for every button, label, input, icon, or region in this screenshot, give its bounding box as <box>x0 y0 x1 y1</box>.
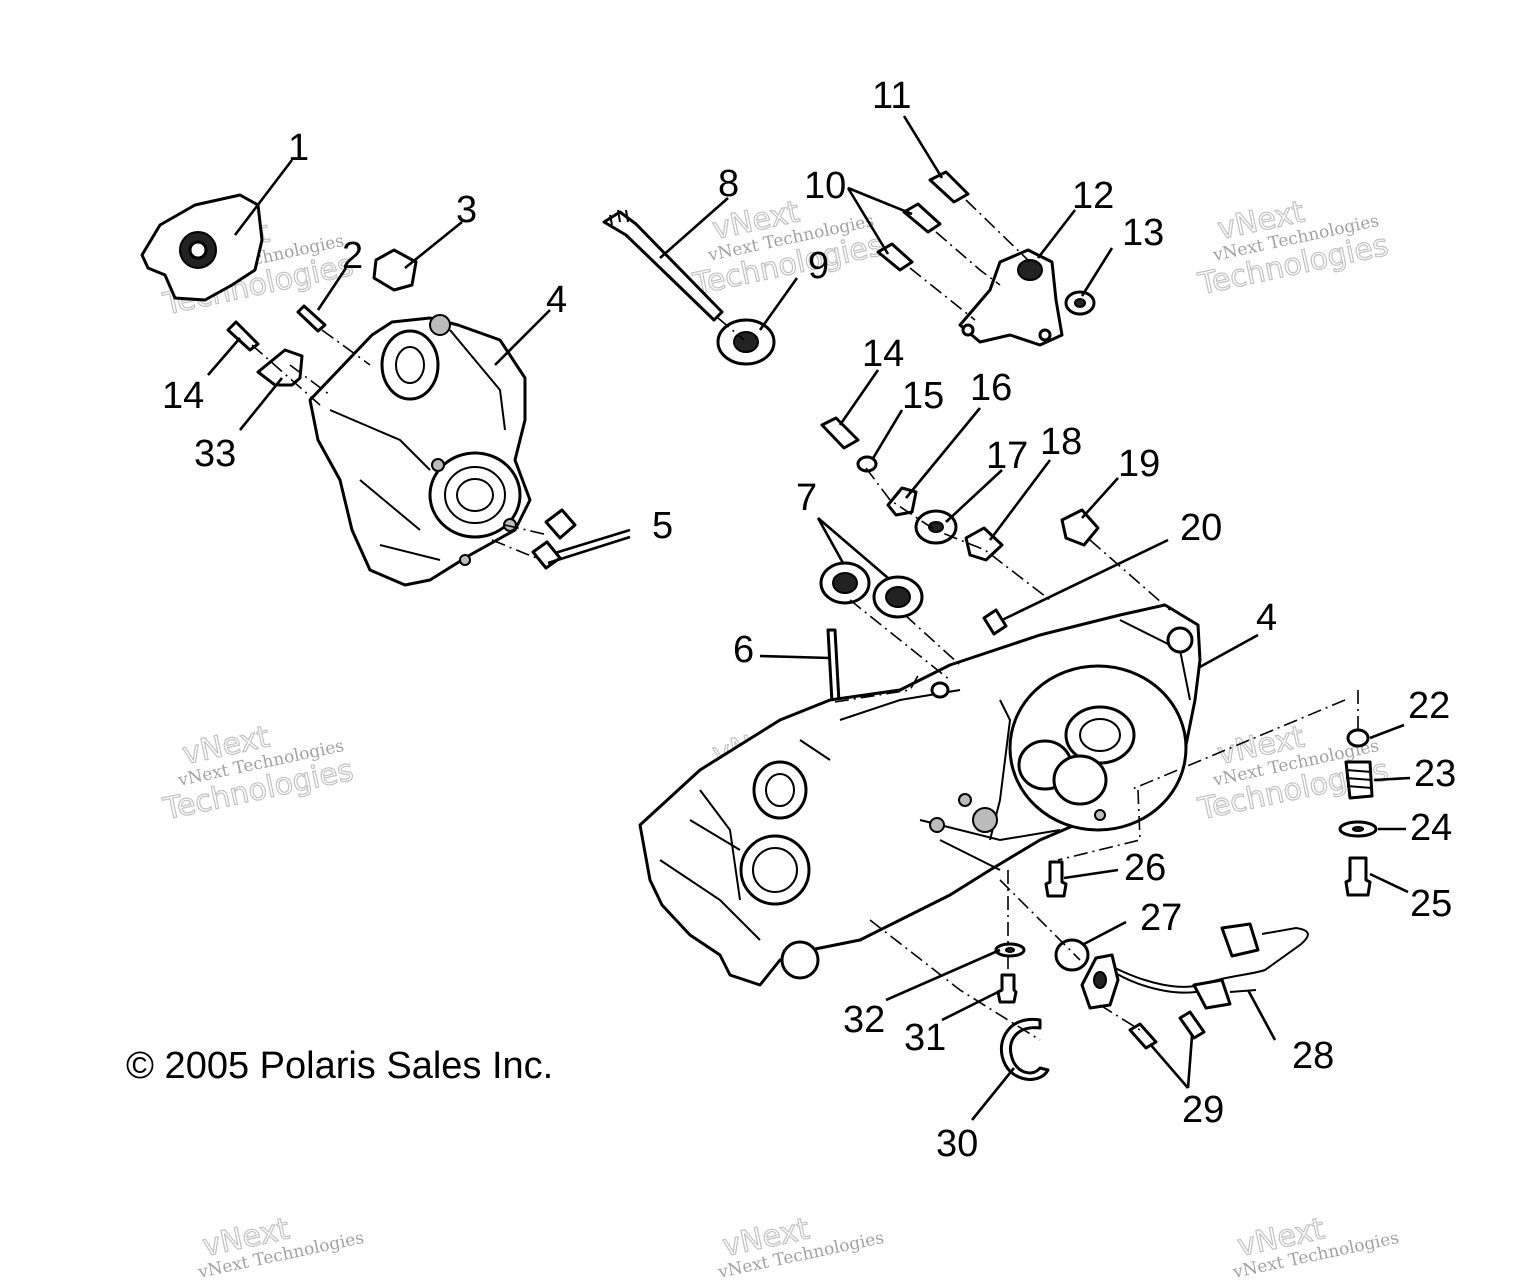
part-6-pin <box>826 628 841 704</box>
label-12: 12 <box>1072 175 1114 217</box>
label-13: 13 <box>1122 212 1164 254</box>
part-24-washer <box>1338 820 1378 838</box>
part-5-dowels <box>531 508 577 570</box>
label-33: 33 <box>194 433 236 475</box>
label-11: 11 <box>872 75 911 117</box>
label-15: 15 <box>902 375 944 417</box>
copyright-text: © 2005 Polaris Sales Inc. <box>126 1045 553 1087</box>
leader-lines <box>207 115 1411 1121</box>
part-29-screws <box>1128 1010 1206 1050</box>
label-17: 17 <box>986 435 1028 477</box>
label-9: 9 <box>808 245 829 287</box>
label-7: 7 <box>796 477 817 519</box>
label-26: 26 <box>1124 847 1166 889</box>
label-14-left: 14 <box>162 375 204 417</box>
label-5: 5 <box>652 505 673 547</box>
part-9-seal <box>716 318 776 366</box>
part-25-bolt <box>1344 856 1372 897</box>
label-19: 19 <box>1118 443 1160 485</box>
label-30: 30 <box>936 1123 978 1165</box>
part-1-gasket-plate <box>140 193 264 302</box>
part-4-left-housing <box>308 314 532 587</box>
label-14-right: 14 <box>862 333 904 375</box>
watermark-3: vNext vNext Technologies Technologies <box>1194 194 1392 303</box>
label-29: 29 <box>1182 1089 1224 1131</box>
part-31-bolt <box>996 973 1018 1004</box>
part-20-dowel <box>982 608 1008 636</box>
watermark-2: vNext vNext Technologies Technologies <box>689 194 887 303</box>
part-12-bracket-plate <box>958 248 1064 347</box>
label-25: 25 <box>1410 883 1452 925</box>
part-4-main-crankcase <box>638 603 1202 987</box>
label-23: 23 <box>1414 753 1456 795</box>
label-1: 1 <box>288 127 309 169</box>
part-27-o-ring <box>1054 938 1090 972</box>
part-32-washer <box>994 942 1026 958</box>
part-14-bolt-left <box>226 320 260 352</box>
part-30-circlip <box>999 1017 1050 1081</box>
part-22-ring <box>1346 728 1370 748</box>
part-28-sensor <box>1080 922 1309 1010</box>
label-3: 3 <box>456 189 477 231</box>
label-24: 24 <box>1410 807 1452 849</box>
part-14-bolt-right <box>820 416 860 450</box>
part-labels: 1 2 3 4 5 6 7 8 9 10 11 12 13 14 14 15 1… <box>162 75 1456 1165</box>
watermark-8: vNext vNext Technologies <box>715 1211 885 1280</box>
label-31: 31 <box>904 1017 946 1059</box>
label-8: 8 <box>718 163 739 205</box>
part-11-bolt <box>928 170 970 204</box>
part-3-block <box>372 248 418 292</box>
label-4-right: 4 <box>1256 597 1277 639</box>
label-2: 2 <box>342 235 363 277</box>
label-6: 6 <box>733 629 754 671</box>
watermark-4: vNext vNext Technologies Technologies <box>159 719 357 828</box>
part-26-bolt <box>1044 860 1068 898</box>
part-13-washer <box>1064 290 1096 316</box>
part-17-washer <box>914 509 958 545</box>
part-10-bolts <box>876 202 942 272</box>
part-8-shaft <box>602 209 724 322</box>
alignment-lines <box>251 199 1359 1041</box>
label-32: 32 <box>843 999 885 1041</box>
part-19-bushing <box>1060 508 1100 547</box>
part-15-washer <box>856 455 878 473</box>
label-22: 22 <box>1408 685 1450 727</box>
label-18: 18 <box>1040 421 1082 463</box>
label-16: 16 <box>970 367 1012 409</box>
label-20: 20 <box>1180 507 1222 549</box>
part-18-bushing <box>964 526 1004 562</box>
part-7-bearings <box>819 561 924 619</box>
label-28: 28 <box>1292 1035 1334 1077</box>
part-23-spring <box>1344 760 1374 800</box>
label-10: 10 <box>804 165 846 207</box>
part-2-stud <box>296 304 327 333</box>
label-27: 27 <box>1140 897 1182 939</box>
label-4-left: 4 <box>546 279 567 321</box>
watermark-9: vNext vNext Technologies <box>1230 1211 1400 1280</box>
watermark-7: vNext vNext Technologies <box>195 1211 365 1280</box>
